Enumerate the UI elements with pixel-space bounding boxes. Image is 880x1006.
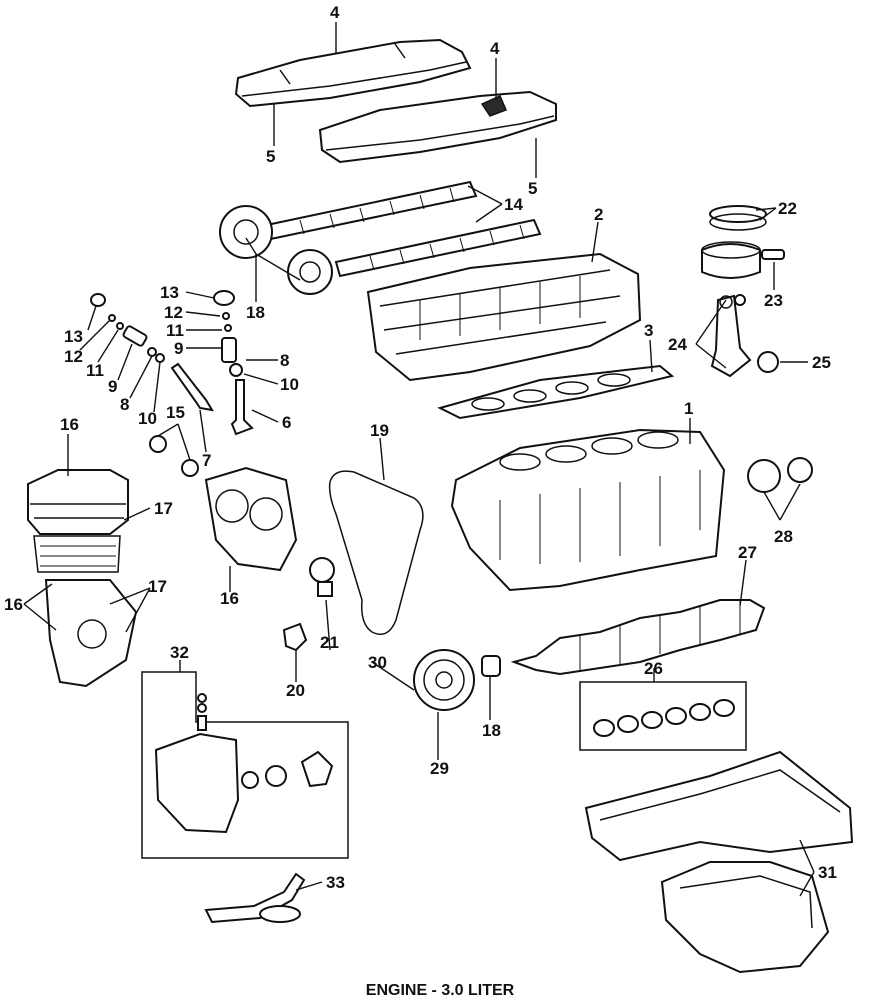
- valve-train-right: [213, 290, 254, 436]
- callout-9: 9: [108, 377, 117, 396]
- callout-14: 14: [504, 195, 523, 214]
- camshaft-sprocket-upper: [219, 205, 273, 259]
- crankshaft-pulley: [413, 649, 475, 711]
- callout-5: 5: [266, 147, 275, 166]
- callout-24: 24: [668, 335, 687, 354]
- callout-1: 1: [684, 399, 693, 418]
- rear-main-seal: [747, 457, 813, 493]
- cylinder-head: [366, 252, 642, 382]
- callout-28: 28: [774, 527, 793, 546]
- callout-12: 12: [64, 347, 83, 366]
- callout-16: 16: [60, 415, 79, 434]
- callout-26: 26: [644, 659, 663, 678]
- callout-8: 8: [120, 395, 129, 414]
- callout-22: 22: [778, 199, 797, 218]
- oil-pan-lower: [660, 861, 830, 974]
- timing-cover-gasket: [33, 535, 121, 573]
- callout-10: 10: [280, 375, 299, 394]
- callout-11: 11: [166, 321, 184, 340]
- callout-10: 10: [138, 409, 157, 428]
- callout-8: 8: [280, 351, 289, 370]
- callout-21: 21: [320, 633, 339, 652]
- valve-cover-right: [318, 90, 557, 164]
- oil-seals: [149, 435, 199, 477]
- camshaft-upper: [260, 180, 478, 242]
- oil-pump-group: [141, 671, 349, 859]
- callout-33: 33: [326, 873, 345, 892]
- rod-bearing: [757, 351, 779, 373]
- piston: [701, 241, 761, 279]
- diagram-caption: ENGINE - 3.0 LITER: [365, 982, 515, 999]
- callout-17: 17: [154, 499, 173, 518]
- callout-31: 31: [818, 863, 837, 882]
- oil-pan-upper: [584, 750, 854, 862]
- valve-cover-left: [234, 38, 472, 108]
- callout-15: 15: [166, 403, 185, 422]
- callout-19: 19: [370, 421, 389, 440]
- callout-13: 13: [160, 283, 179, 302]
- callout-16: 16: [220, 589, 239, 608]
- valve-train-left: [90, 293, 214, 412]
- connecting-rod: [710, 294, 752, 378]
- crank-timing-sprocket: [481, 655, 501, 677]
- callout-11: 11: [86, 361, 104, 380]
- callout-16: 16: [4, 595, 23, 614]
- callout-30: 30: [368, 653, 387, 672]
- timing-cover-lower: [44, 579, 138, 688]
- piston-pin: [761, 249, 785, 260]
- idler-pulley-bracket: [282, 622, 308, 652]
- callout-32: 32: [170, 643, 189, 662]
- camshaft-sprocket-lower: [287, 249, 333, 295]
- callout-2: 2: [594, 205, 603, 224]
- callout-7: 7: [202, 451, 211, 470]
- callout-9: 9: [174, 339, 183, 358]
- callout-13: 13: [64, 327, 83, 346]
- oil-strainer: [204, 872, 306, 924]
- callout-3: 3: [644, 321, 653, 340]
- callout-6: 6: [282, 413, 291, 432]
- callout-23: 23: [764, 291, 783, 310]
- piston-rings: [709, 205, 767, 231]
- callout-18: 18: [482, 721, 501, 740]
- callout-17: 17: [148, 577, 167, 596]
- leader-lines: [23, 22, 815, 897]
- timing-belt: [328, 470, 424, 635]
- belt-tensioner: [309, 557, 335, 597]
- callout-20: 20: [286, 681, 305, 700]
- crankshaft: [510, 599, 766, 676]
- callout-18: 18: [246, 303, 265, 322]
- callout-12: 12: [164, 303, 183, 322]
- callout-29: 29: [430, 759, 449, 778]
- callout-25: 25: [812, 353, 831, 372]
- callout-5: 5: [528, 179, 537, 198]
- head-gasket: [437, 364, 675, 420]
- cylinder-block: [450, 428, 726, 592]
- callout-27: 27: [738, 543, 757, 562]
- callout-4: 4: [330, 3, 340, 22]
- callout-labels: 4 4 5 5 14 2 22 23 3 24 25 1 18 13 12 11…: [4, 3, 837, 892]
- main-bearings: [579, 681, 747, 751]
- timing-belt-cover-rear: [204, 466, 298, 572]
- callout-4: 4: [490, 39, 500, 58]
- camshaft-lower: [334, 218, 542, 278]
- timing-cover-upper: [27, 469, 129, 535]
